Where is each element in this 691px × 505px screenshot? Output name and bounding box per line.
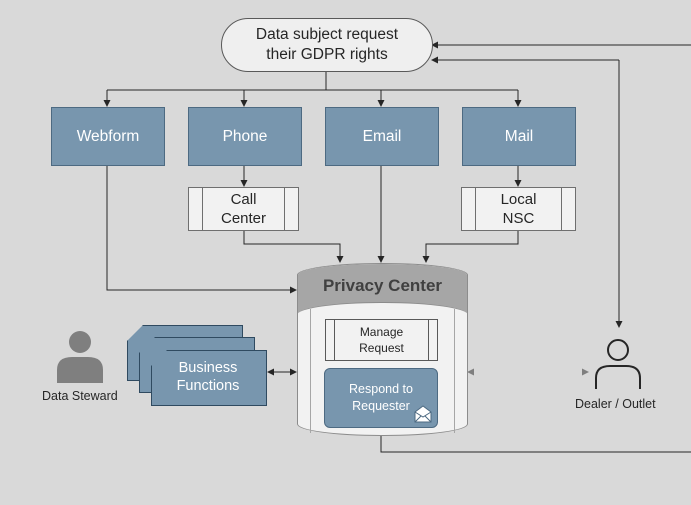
person-outline-icon xyxy=(595,339,641,389)
business-functions-line2: Functions xyxy=(176,378,240,394)
respond-to-requester: Respond to Requester xyxy=(324,368,438,428)
channel-phone-label: Phone xyxy=(222,127,268,145)
privacy-center-inner-frame xyxy=(310,309,455,433)
business-functions-line1: Business xyxy=(178,360,238,376)
channel-email-label: Email xyxy=(362,127,402,145)
channel-mail-label: Mail xyxy=(504,127,534,145)
business-functions-card-front xyxy=(151,350,267,406)
call-center-line1: Call xyxy=(230,191,257,208)
envelope-icon xyxy=(414,405,432,423)
channel-email: Email xyxy=(325,107,439,166)
local-nsc-process: Local NSC xyxy=(461,187,576,231)
manage-request-line2: Request xyxy=(359,341,404,355)
channel-phone: Phone xyxy=(188,107,302,166)
local-nsc-line2: NSC xyxy=(502,210,535,227)
channel-webform: Webform xyxy=(51,107,165,166)
call-center-line2: Center xyxy=(220,210,267,227)
manage-request-process: Manage Request xyxy=(325,319,438,361)
start-node-line1: Data subject request xyxy=(255,26,399,43)
business-functions-label: Business Functions xyxy=(151,350,265,404)
privacy-center-title: Privacy Center xyxy=(322,276,443,295)
channel-webform-label: Webform xyxy=(76,127,140,145)
start-node-line2: their GDPR rights xyxy=(266,46,388,63)
person-icon xyxy=(57,331,103,383)
manage-request-line1: Manage xyxy=(359,325,404,339)
data-steward-label: Data Steward xyxy=(42,389,118,403)
respond-line2: Requester xyxy=(352,399,410,413)
dealer-outlet-label: Dealer / Outlet xyxy=(575,397,656,411)
respond-line1: Respond to xyxy=(349,382,413,396)
channel-mail: Mail xyxy=(462,107,576,166)
start-node-data-subject-request: Data subject request their GDPR rights xyxy=(221,18,433,72)
local-nsc-line1: Local xyxy=(500,191,537,208)
call-center-process: Call Center xyxy=(188,187,299,231)
